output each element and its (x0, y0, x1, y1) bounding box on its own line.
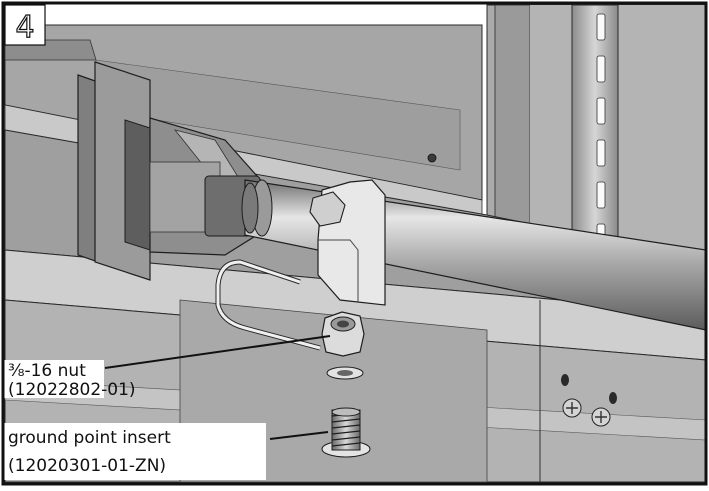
clamp-bolt-icon (309, 191, 346, 227)
nut-label-bg (4, 360, 104, 398)
step-number-box (4, 4, 46, 46)
insert-label: ground point insert (8, 428, 171, 448)
pipe-clamp (309, 179, 386, 306)
insert-leader-line (269, 431, 329, 440)
frame-hole-icon (427, 153, 437, 163)
nut (321, 311, 365, 380)
ground-point-insert (321, 407, 371, 458)
insert-part-number: (12020301-01-ZN) (8, 456, 166, 476)
step-number: 4 (15, 10, 34, 45)
nut-leader-line (104, 335, 331, 369)
insert-label-bg (4, 423, 266, 480)
cable-connector (77, 61, 266, 281)
nut-part-number: (12022802-01) (8, 380, 136, 400)
nut-label: ⅜-16 nut (8, 361, 86, 381)
slotted-post (571, 4, 619, 271)
ground-wire-core (216, 260, 321, 350)
